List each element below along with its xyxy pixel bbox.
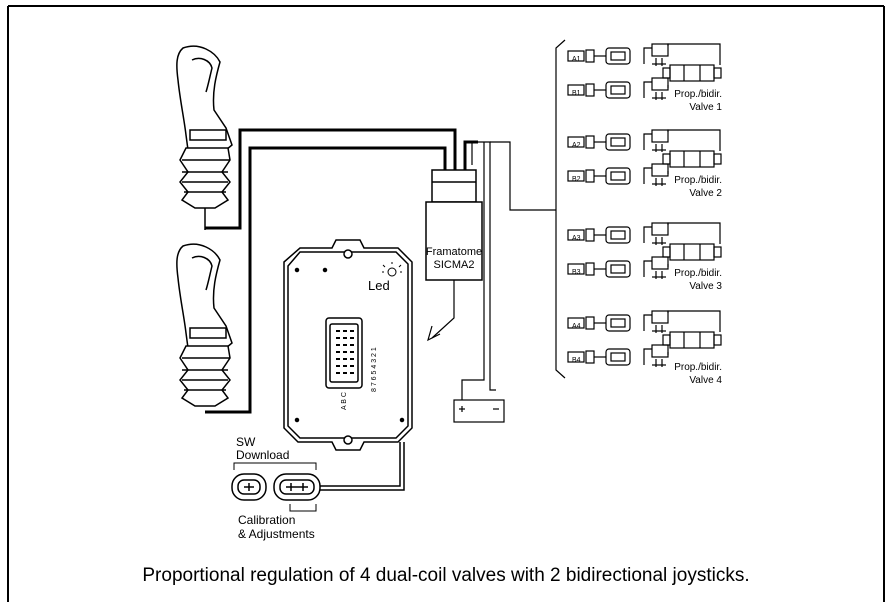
adjustments-label: & Adjustments <box>238 527 315 541</box>
valve-2-coil-a-label: A2 <box>572 142 581 149</box>
valve-2-label-line2: Valve 2 <box>689 188 722 199</box>
joystick-1 <box>176 45 233 230</box>
valve-1-coil-a-label: A1 <box>572 56 581 63</box>
sw-download-connector <box>231 473 267 501</box>
valve-group-3 <box>567 222 722 279</box>
valve-spool <box>662 222 722 267</box>
sicma2-label: SICMA2 <box>434 259 475 271</box>
solenoid-symbol <box>643 310 669 333</box>
valve-4-label-line1: Prop./bidir. <box>674 362 722 373</box>
valve-3-label-line2: Valve 3 <box>689 281 722 292</box>
solenoid-symbol <box>643 222 669 245</box>
pin-numbers: 8 7 6 5 4 3 2 1 <box>371 347 378 392</box>
valve-group-1 <box>567 43 722 100</box>
valve-2-label-line1: Prop./bidir. <box>674 175 722 186</box>
framatome-label: Framatome <box>426 246 482 258</box>
valve-1-label-line1: Prop./bidir. <box>674 89 722 100</box>
valve-spool <box>662 43 722 88</box>
valve-3-label-line1: Prop./bidir. <box>674 268 722 279</box>
solenoid-symbol <box>643 256 669 279</box>
valve-group-4 <box>567 310 722 367</box>
calibration-label: Calibration <box>238 513 295 527</box>
valve-1-label-line2: Valve 1 <box>689 102 722 113</box>
joystick-cables <box>205 128 478 414</box>
valve-4-label-line2: Valve 4 <box>689 375 722 386</box>
coil-connector <box>567 260 631 278</box>
valve-3-coil-a-label: A3 <box>572 235 581 242</box>
solenoid-symbol <box>643 77 669 100</box>
controller-pin-grid <box>336 330 354 374</box>
frame-border <box>7 5 885 602</box>
valve-4-coil-b-label: B4 <box>572 357 581 364</box>
diagram-caption: Proportional regulation of 4 dual-coil v… <box>142 565 750 586</box>
ecu-harness <box>318 442 405 491</box>
valve-1-coil-b-label: B1 <box>572 90 581 97</box>
valve-spool <box>662 129 722 174</box>
valve-group-2 <box>567 129 722 186</box>
valve-spool <box>662 310 722 355</box>
led-icon <box>382 262 402 277</box>
coil-connector <box>567 81 631 99</box>
valve-2-coil-b-label: B2 <box>572 176 581 183</box>
battery-wiring <box>453 141 505 423</box>
joystick-2 <box>176 243 233 407</box>
coil-connector <box>567 314 631 332</box>
connector-brackets <box>233 462 317 512</box>
solenoid-symbol <box>643 163 669 186</box>
row-letters: A B C <box>341 392 348 410</box>
coil-connector <box>567 226 631 244</box>
led-label: Led <box>368 278 390 293</box>
coil-connector <box>567 133 631 151</box>
valve-3-coil-b-label: B3 <box>572 269 581 276</box>
coil-connector <box>567 47 631 65</box>
solenoid-symbol <box>643 43 669 66</box>
valve-4-coil-a-label: A4 <box>572 323 581 330</box>
valve-bus <box>490 39 566 379</box>
coil-connector <box>567 167 631 185</box>
ground-lead <box>427 280 455 342</box>
solenoid-symbol <box>643 129 669 152</box>
coil-connector <box>567 348 631 366</box>
download-label: Download <box>236 448 289 462</box>
sw-label: SW <box>236 435 256 449</box>
solenoid-symbol <box>643 344 669 367</box>
calibration-connector <box>273 473 321 501</box>
